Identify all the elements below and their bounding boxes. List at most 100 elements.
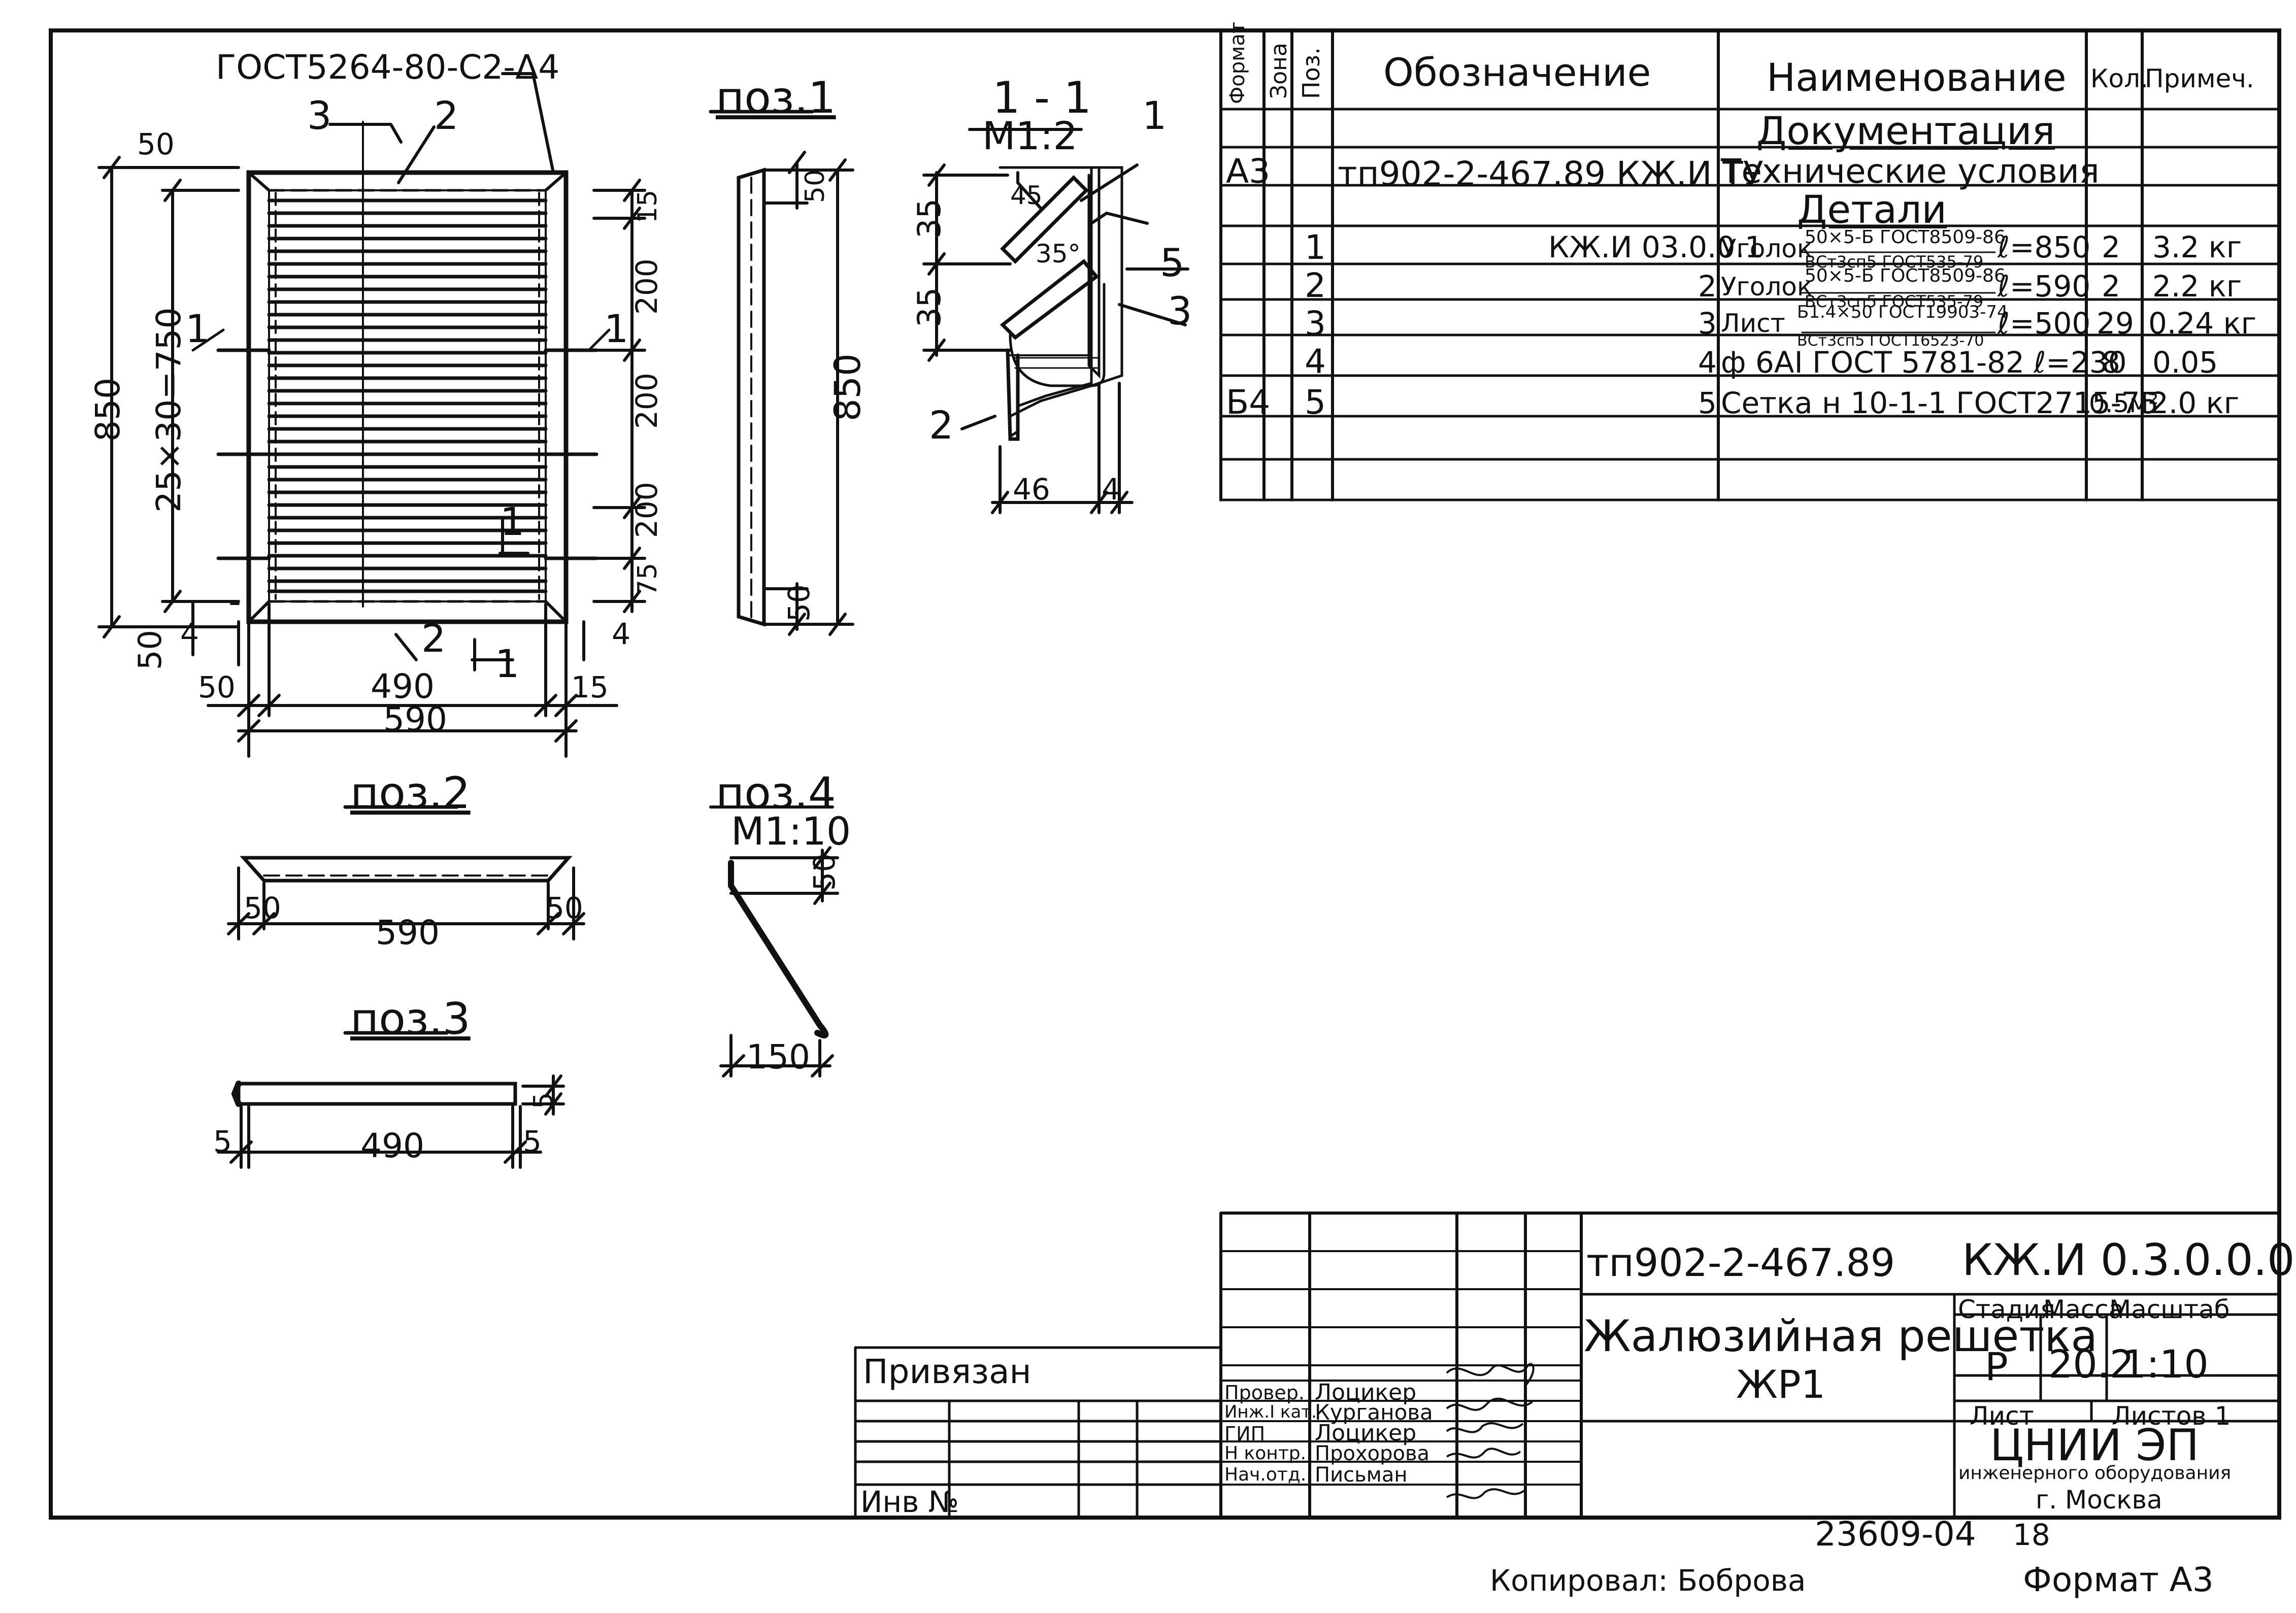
tb-sheet: Лист xyxy=(1970,1401,2034,1431)
section-callout-1: 1 xyxy=(1142,93,1167,138)
dim-50-right: 15 xyxy=(571,670,609,704)
spec-row2-len: ℓ=590 xyxy=(1998,269,2091,304)
sheet-frame xyxy=(49,28,2281,1520)
dim-850-overall: 850 xyxy=(88,378,127,442)
spec-row3-designation: 3 xyxy=(1698,306,1717,341)
tb-stage-header: Стадия xyxy=(1958,1295,2055,1324)
spec-table-lines xyxy=(1219,29,2281,501)
pos1-view xyxy=(709,110,854,636)
pos2-dim-50-left: 50 xyxy=(244,891,281,925)
pos4-title: поз.4 xyxy=(716,768,836,819)
pos4-dim-150: 150 xyxy=(746,1037,810,1077)
tb-org-city: г. Москва xyxy=(2036,1485,2162,1515)
spec-section-docs: Документация xyxy=(1756,108,2055,153)
dim-50-bottom-left: 50 xyxy=(131,630,169,670)
spec-row1-pos: 1 xyxy=(1305,228,1326,267)
weld-standard-label: ГОСТ5264-80-С2-Δ4 xyxy=(216,48,560,87)
spec-row2-std-bottom: ВСт3сп5 ГОСТ535-79 xyxy=(1805,292,1984,311)
callout-3: 3 xyxy=(307,93,332,138)
tb-name-1: Лоцикер xyxy=(1315,1380,1417,1405)
spec-row4-designation: 4 xyxy=(1698,345,1717,380)
tb-org-subtitle: инженерного оборудования xyxy=(1958,1463,2232,1484)
section-callout-5: 5 xyxy=(1160,240,1185,285)
pos4-dim-50: 50 xyxy=(807,853,842,891)
tb-name-3: Лоцикер xyxy=(1315,1420,1417,1446)
spec-row1-name: Уголок xyxy=(1721,234,1813,263)
tb-org-name: ЦНИИ ЭП xyxy=(1990,1420,2200,1471)
dim-50-top-left: 50 xyxy=(137,127,175,161)
signatures xyxy=(1446,1363,1535,1499)
section-callout-3: 3 xyxy=(1168,288,1192,333)
section-dim-46: 46 xyxy=(1013,472,1050,507)
pos2-title: поз.2 xyxy=(350,768,471,819)
pos1-dim-850: 850 xyxy=(827,353,869,421)
spec-row3-name: Лист xyxy=(1721,309,1785,338)
pos3-dim-5-left: 5 xyxy=(213,1124,232,1159)
dim-15: 15 xyxy=(633,189,663,223)
section-dim-35-bottom: 35 xyxy=(911,287,948,327)
footer-drawing-number: 23609-04 xyxy=(1815,1515,1976,1554)
callout-2-bottom: 2 xyxy=(421,616,446,661)
spec-row4-name: ф 6АI ГОСТ 5781-82 ℓ=230 xyxy=(1721,345,2127,380)
dim-590: 590 xyxy=(383,700,447,739)
tb-scale-header: Масштаб xyxy=(2109,1295,2230,1324)
tb-mass-header: Масса xyxy=(2043,1295,2124,1324)
tb-title-line1: Жалюзийная решетка xyxy=(1584,1311,2098,1362)
dim-200-c: 200 xyxy=(629,482,664,538)
dim-4-left: 4 xyxy=(180,617,199,651)
tb-scale: 1:10 xyxy=(2122,1341,2209,1387)
tb-name-2: Курганова xyxy=(1315,1400,1433,1425)
main-view xyxy=(97,72,646,758)
spec-row3-qty: 29 xyxy=(2097,306,2134,341)
spec-row3-pos: 3 xyxy=(1305,304,1326,343)
spec-header-qty: Кол. xyxy=(2090,64,2148,93)
spec-row2-note: 2.2 кг xyxy=(2152,269,2242,304)
section-mark-bottom: 1 xyxy=(495,641,520,686)
pos1-dim-50-top: 50 xyxy=(800,169,830,203)
callout-1-left: 1 xyxy=(185,306,210,351)
section-view xyxy=(922,128,1189,514)
spec-row1-std-top: 50×5-Б ГОСТ8509-86 xyxy=(1805,227,2006,248)
callout-2-top: 2 xyxy=(434,93,459,138)
spec-section-details: Детали xyxy=(1797,187,1947,232)
dim-4-right: 4 xyxy=(612,617,630,651)
spec-row3-len: ℓ=500 xyxy=(1998,306,2091,341)
spec-row1-note: 3.2 кг xyxy=(2152,230,2242,264)
spec-header-name: Наименование xyxy=(1767,55,2067,100)
spec-doc-name: Технические условия xyxy=(1721,152,2100,191)
pos3-dim-5-vertical: 5 xyxy=(528,1092,559,1109)
pos2-view xyxy=(227,805,585,940)
dim-490: 490 xyxy=(371,667,435,706)
louver-blades xyxy=(267,198,548,593)
spec-row2-pos: 2 xyxy=(1305,266,1326,305)
dim-200-a: 200 xyxy=(629,258,664,315)
section-dim-35-top: 35 xyxy=(911,198,948,239)
tb-name-5: Письман xyxy=(1315,1463,1408,1487)
spec-header-format: Формат xyxy=(1226,21,1249,104)
section-title: 1 - 1 xyxy=(992,73,1092,123)
callout-1-right: 1 xyxy=(604,306,629,351)
tb-role-5: Нач.отд. xyxy=(1224,1464,1307,1485)
spec-row4-qty: 8 xyxy=(2102,345,2120,380)
tb-role-3: ГИП xyxy=(1224,1423,1266,1445)
pos3-title: поз.3 xyxy=(350,994,471,1045)
tb-sheets: Листов 1 xyxy=(2112,1401,2231,1431)
tb-title-line2: ЖР1 xyxy=(1736,1362,1826,1407)
pos1-title: поз.1 xyxy=(716,73,836,123)
tb-inv: Инв № xyxy=(860,1485,959,1519)
spec-row5-format: Б4 xyxy=(1226,383,1271,422)
pos4-scale: М1:10 xyxy=(731,809,851,854)
spec-header-zone: Зона xyxy=(1266,43,1292,99)
spec-doc-format: А3 xyxy=(1226,152,1271,191)
tb-stage: Р xyxy=(1985,1344,2008,1389)
spec-row4-note: 0.05 xyxy=(2152,345,2218,380)
dim-50-left: 50 xyxy=(198,670,236,704)
spec-row2-name: Уголок xyxy=(1721,272,1813,301)
spec-row2-designation: 2 xyxy=(1698,269,1717,304)
dim-75: 75 xyxy=(633,562,663,596)
section-callout-2: 2 xyxy=(929,402,954,448)
spec-row1-qty: 2 xyxy=(2102,230,2120,264)
spec-row5-name: Сетка н 10-1-1 ГОСТ2715-75 xyxy=(1721,386,2159,420)
section-mark-inner: 1 xyxy=(500,499,525,544)
